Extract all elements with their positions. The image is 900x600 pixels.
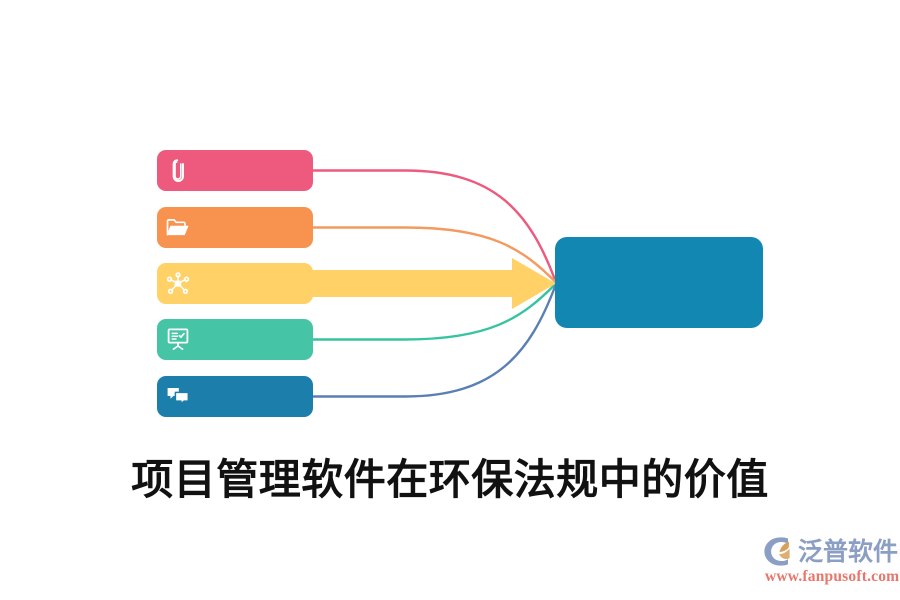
watermark-logo: 泛普软件 www.fanpusoft.com [763, 536, 900, 590]
source-bar-5[interactable] [157, 376, 313, 417]
page-title: 项目管理软件在环保法规中的价值 [131, 455, 769, 504]
source-bar-2[interactable] [157, 207, 313, 248]
fanpu-logo-mark [764, 537, 790, 566]
source-bar-4[interactable] [157, 319, 313, 360]
connector-line-4 [313, 282, 557, 341]
watermark-url: www.fanpusoft.com [765, 568, 900, 585]
connector-line-1 [313, 169, 558, 283]
destination-box[interactable] [555, 237, 763, 328]
connector-line-5 [313, 283, 558, 398]
watermark-brand: 泛普软件 [798, 537, 899, 566]
connector-lines [313, 169, 558, 398]
source-bar-3[interactable] [157, 263, 313, 304]
emphasis-arrow [300, 258, 556, 309]
source-bar-1[interactable] [157, 150, 313, 191]
connector-line-2 [313, 226, 557, 284]
